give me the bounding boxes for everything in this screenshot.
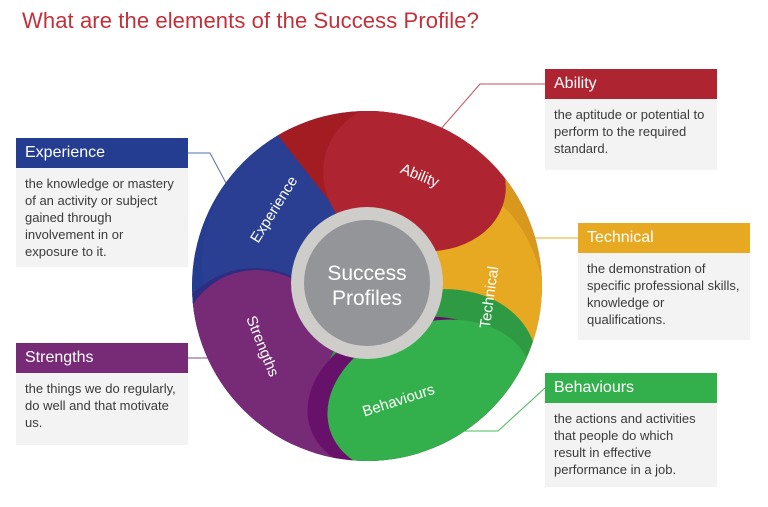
connector-behaviours [460, 387, 546, 432]
card-experience: Experience the knowledge or mastery of a… [16, 138, 188, 267]
card-ability: Ability the aptitude or potential to per… [545, 69, 717, 170]
card-behaviours-text: the actions and activities that people d… [545, 403, 717, 487]
card-technical: Technical the demonstration of specific … [578, 223, 750, 340]
card-experience-text: the knowledge or mastery of an activity … [16, 168, 188, 267]
center-circle [304, 220, 430, 346]
card-behaviours: Behaviours the actions and activities th… [545, 373, 717, 487]
center-label-line2: Profiles [332, 287, 402, 310]
center-label-line1: Success [327, 262, 406, 285]
card-strengths: Strengths the things we do regularly, do… [16, 343, 188, 445]
connector-ability [439, 83, 545, 131]
page-title: What are the elements of the Success Pro… [22, 8, 479, 33]
card-ability-title: Ability [545, 69, 717, 99]
card-technical-title: Technical [578, 223, 750, 253]
card-strengths-text: the things we do regularly, do well and … [16, 373, 188, 445]
connector-experience [188, 152, 227, 184]
card-ability-text: the aptitude or potential to perform to … [545, 99, 717, 170]
card-technical-text: the demonstration of specific profession… [578, 253, 750, 340]
card-strengths-title: Strengths [16, 343, 188, 373]
card-experience-title: Experience [16, 138, 188, 168]
card-behaviours-title: Behaviours [545, 373, 717, 403]
